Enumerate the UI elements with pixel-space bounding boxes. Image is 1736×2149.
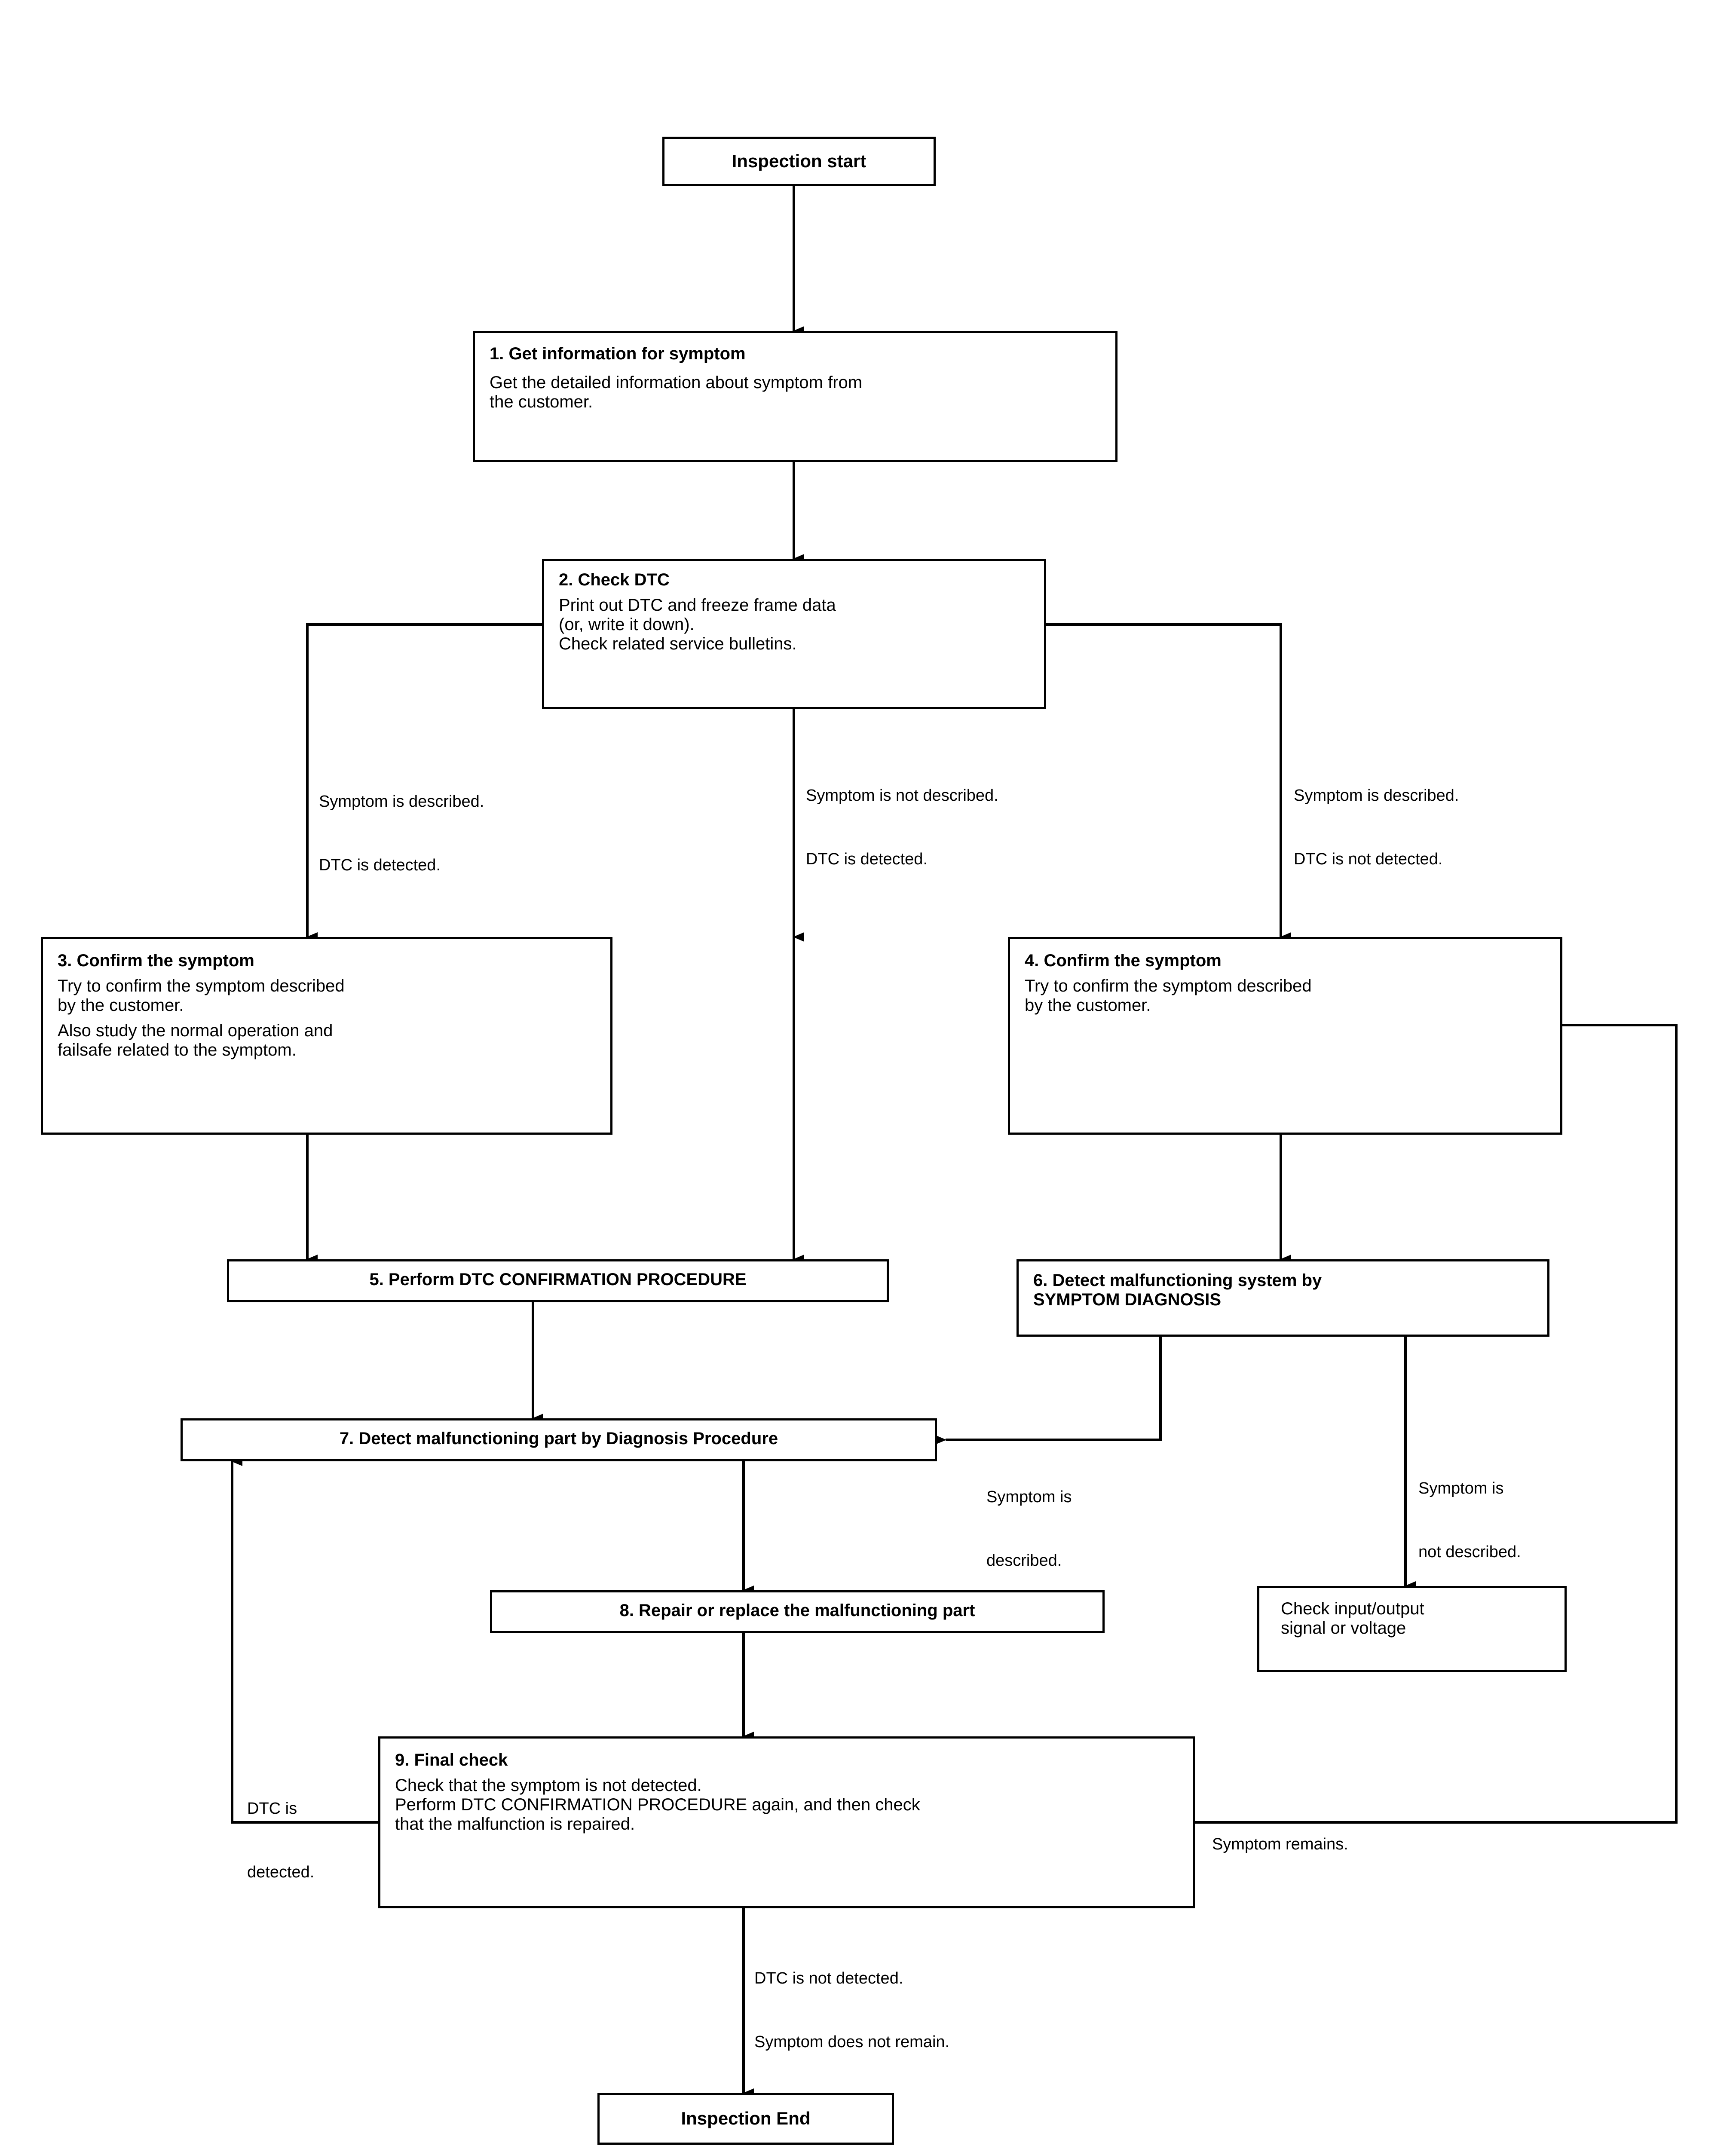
step-7-title: 7. Detect malfunctioning part by Diagnos… [339, 1429, 778, 1448]
step-2-title: 2. Check DTC [559, 570, 670, 589]
node-end-label: Inspection End [681, 2108, 811, 2128]
sym-described-line-2: described. [986, 1551, 1062, 1570]
check-io-line-1: Check input/output [1281, 1599, 1424, 1618]
edge-label-symptom-described: Symptom is described. [986, 1444, 1072, 1614]
branch-right-line-1: Symptom is described. [1294, 786, 1459, 805]
symptom-remains-line-1: Symptom remains. [1212, 1835, 1348, 1853]
node-inspection-end[interactable]: Inspection End [597, 2093, 894, 2145]
step-3-line-4: failsafe related to the symptom. [58, 1041, 297, 1059]
edge-9-to-7-loop [231, 1457, 378, 1824]
edge-label-final-ok: DTC is not detected. Symptom does not re… [754, 1926, 949, 2095]
step-9-title: 9. Final check [395, 1751, 508, 1769]
step-9-line-1: Check that the symptom is not detected. [395, 1776, 702, 1795]
step-9-line-3: that the malfunction is repaired. [395, 1815, 635, 1834]
step-3-line-3: Also study the normal operation and [58, 1021, 333, 1040]
final-ok-line-2: Symptom does not remain. [754, 2033, 950, 2051]
step-9-line-2: Perform DTC CONFIRMATION PROCEDURE again… [395, 1795, 920, 1814]
step-2-line-3: Check related service bulletins. [559, 634, 797, 653]
edge-label-branch-left: Symptom is described. DTC is detected. [319, 749, 484, 918]
final-ok-line-1: DTC is not detected. [754, 1969, 903, 1987]
node-step-3[interactable]: 3. Confirm the symptom Try to confirm th… [41, 937, 612, 1135]
edge-2-to-3 [306, 623, 542, 942]
node-step-4[interactable]: 4. Confirm the symptom Try to confirm th… [1008, 937, 1562, 1135]
step-3-line-2: by the customer. [58, 996, 184, 1015]
step-6-title-line-1: 6. Detect malfunctioning system by [1033, 1271, 1322, 1290]
node-check-io[interactable]: Check input/output signal or voltage [1257, 1586, 1567, 1672]
edge-label-dtc-detected: DTC is detected. [247, 1756, 314, 1926]
step-4-line-2: by the customer. [1025, 996, 1151, 1015]
step-1-line-2: the customer. [490, 392, 593, 411]
step-8-title: 8. Repair or replace the malfunctioning … [619, 1601, 975, 1620]
edge-label-symptom-remains: Symptom remains. [1212, 1791, 1348, 1898]
edge-label-symptom-not-described: Symptom is not described. [1418, 1436, 1521, 1605]
node-step-9[interactable]: 9. Final check Check that the symptom is… [378, 1736, 1195, 1908]
step-6-title-line-2: SYMPTOM DIAGNOSIS [1033, 1290, 1222, 1309]
step-1-title: 1. Get information for symptom [490, 344, 746, 363]
check-io-line-2: signal or voltage [1281, 1619, 1406, 1638]
branch-right-line-2: DTC is not detected. [1294, 850, 1443, 868]
node-step-5[interactable]: 5. Perform DTC CONFIRMATION PROCEDURE [227, 1259, 889, 1302]
branch-left-line-1: Symptom is described. [319, 792, 484, 811]
edge-label-branch-right: Symptom is described. DTC is not detecte… [1294, 743, 1459, 912]
node-step-8[interactable]: 8. Repair or replace the malfunctioning … [490, 1590, 1105, 1633]
step-2-line-1: Print out DTC and freeze frame data [559, 596, 836, 615]
node-step-7[interactable]: 7. Detect malfunctioning part by Diagnos… [181, 1418, 937, 1461]
node-step-6[interactable]: 6. Detect malfunctioning system by SYMPT… [1016, 1259, 1549, 1337]
step-4-title: 4. Confirm the symptom [1025, 951, 1222, 970]
branch-middle-line-1: Symptom is not described. [806, 786, 998, 805]
step-2-line-2: (or, write it down). [559, 615, 695, 634]
step-3-title: 3. Confirm the symptom [58, 951, 254, 970]
edge-6-to-7 [935, 1337, 1162, 1445]
step-5-title: 5. Perform DTC CONFIRMATION PROCEDURE [369, 1270, 747, 1289]
node-step-2[interactable]: 2. Check DTC Print out DTC and freeze fr… [542, 559, 1046, 709]
edge-9-to-4-loop [1195, 1020, 1678, 1824]
branch-left-line-2: DTC is detected. [319, 856, 441, 874]
sym-not-described-line-2: not described. [1418, 1543, 1521, 1561]
edge-2-to-4 [1046, 623, 1291, 942]
sym-not-described-line-1: Symptom is [1418, 1479, 1504, 1497]
dtc-detected-line-1: DTC is [247, 1799, 297, 1818]
branch-middle-line-2: DTC is detected. [806, 850, 928, 868]
sym-described-line-1: Symptom is [986, 1488, 1072, 1506]
node-inspection-start[interactable]: Inspection start [662, 137, 936, 186]
dtc-detected-line-2: detected. [247, 1863, 315, 1881]
node-start-label: Inspection start [732, 151, 866, 171]
edge-label-branch-middle: Symptom is not described. DTC is detecte… [806, 743, 998, 912]
node-step-1[interactable]: 1. Get information for symptom Get the d… [473, 331, 1118, 462]
step-4-line-1: Try to confirm the symptom described [1025, 977, 1312, 995]
step-1-line-1: Get the detailed information about sympt… [490, 373, 863, 392]
step-3-line-1: Try to confirm the symptom described [58, 977, 345, 995]
